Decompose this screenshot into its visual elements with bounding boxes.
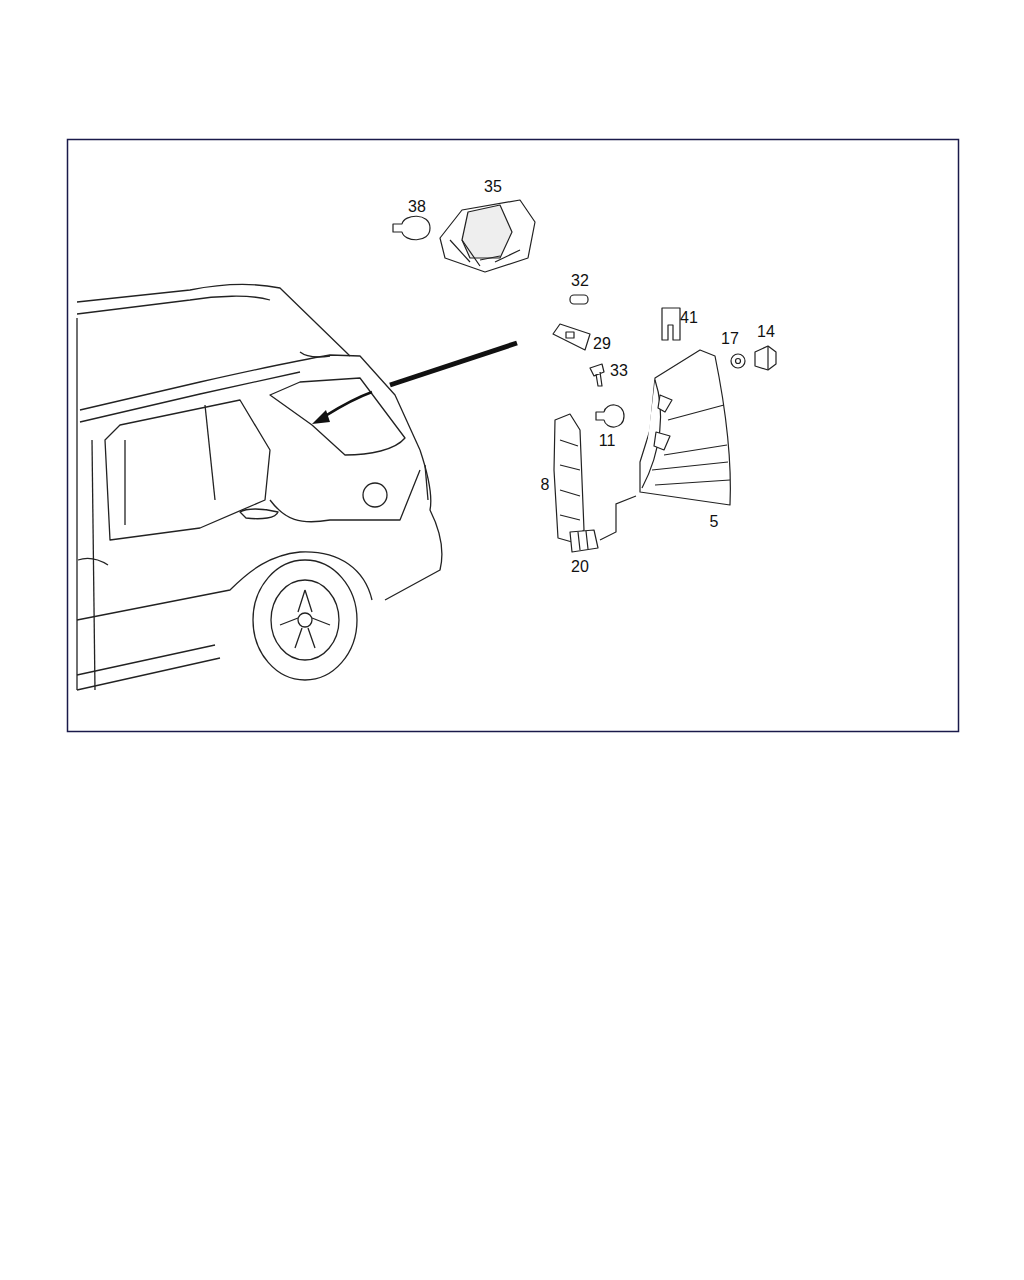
bulb-32 [570, 295, 588, 304]
callout-number: 35 [482, 178, 504, 196]
callout-number: 33 [608, 362, 630, 380]
bulb-11 [596, 405, 624, 427]
housing-35 [440, 200, 535, 272]
frame [68, 140, 959, 732]
callout-number: 29 [591, 335, 613, 353]
bulb-38 [393, 216, 430, 240]
screw-33 [590, 364, 604, 386]
nut-14 [755, 346, 776, 370]
lamp-5 [640, 350, 730, 505]
callout-number: 14 [755, 323, 777, 341]
location-arrow [312, 343, 517, 424]
callout-number: 32 [569, 272, 591, 290]
clip-29 [553, 324, 590, 350]
holder-8 [554, 414, 584, 542]
callout-number: 20 [569, 558, 591, 576]
callout-number: 5 [708, 513, 721, 531]
vehicle-outline [77, 284, 442, 690]
washer-17 [731, 354, 745, 368]
socket-20 [570, 530, 598, 552]
callout-number: 41 [678, 309, 700, 327]
plate-41 [662, 308, 680, 340]
callout-number: 11 [597, 432, 618, 450]
callout-number: 17 [719, 330, 741, 348]
parts [393, 200, 776, 552]
leader-line [600, 496, 636, 540]
callout-number: 38 [406, 198, 428, 216]
callout-number: 8 [539, 476, 552, 494]
